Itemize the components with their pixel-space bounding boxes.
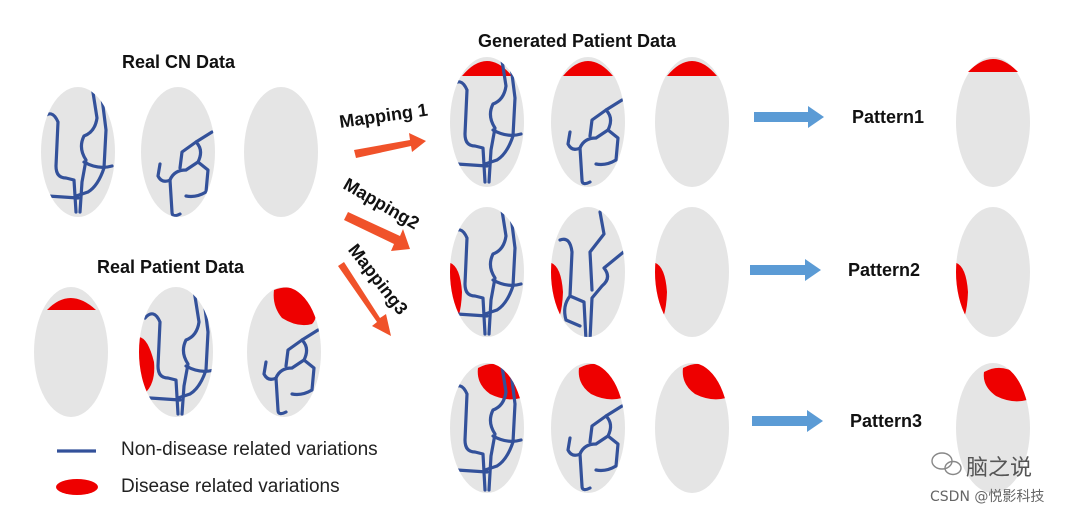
legend-blob-label: Disease related variations — [121, 476, 340, 497]
title-generated-patient-data: Generated Patient Data — [478, 31, 677, 51]
legend-line-label: Non-disease related variations — [121, 439, 378, 460]
title-real-patient-data: Real Patient Data — [97, 257, 245, 277]
disease-blob-pattern-1 — [968, 59, 1018, 72]
oval-pattern-1 — [956, 57, 1030, 187]
vessel-generated-2-1 — [450, 207, 523, 336]
vessel-generated-1-2 — [566, 98, 624, 186]
vessel-real-cn-1 — [41, 87, 114, 214]
oval-generated-2-3 — [655, 207, 729, 337]
legend-blob-swatch — [56, 479, 98, 495]
pattern-arrow-1 — [754, 106, 824, 128]
vessel-real-cn-2 — [156, 130, 214, 217]
oval-real-cn-3 — [244, 87, 318, 217]
vessel-real-patient-2 — [143, 288, 213, 416]
label-pattern-3: Pattern3 — [850, 411, 923, 431]
vessel-generated-2-2 — [558, 210, 625, 337]
disease-blob-generated-1-1 — [462, 61, 512, 76]
oval-real-cn-2 — [141, 87, 215, 217]
disease-blob-generated-1-3 — [667, 61, 717, 76]
oval-real-patient-1 — [34, 287, 108, 417]
pattern-arrow-3 — [752, 410, 823, 432]
mapping-arrow-3 — [338, 262, 391, 336]
disease-blob-real-patient-1 — [47, 298, 96, 310]
title-real-cn-data: Real CN Data — [122, 52, 236, 72]
watermark-account: 脑之说 — [966, 456, 1033, 481]
mapping-arrow-2 — [344, 212, 410, 251]
wechat-icon — [931, 452, 962, 476]
oval-generated-1-2 — [551, 57, 625, 187]
pattern-arrow-2 — [750, 259, 821, 281]
mapping-arrow-1 — [354, 133, 426, 158]
vessel-real-patient-3 — [262, 328, 320, 416]
vessel-generated-1-1 — [450, 57, 523, 184]
watermark-source: CSDN @悦影科技 — [930, 489, 1045, 505]
oval-generated-1-3 — [655, 57, 729, 187]
vessel-generated-3-2 — [566, 404, 624, 492]
label-pattern-1: Pattern1 — [852, 107, 925, 127]
label-pattern-2: Pattern2 — [848, 260, 921, 280]
oval-generated-2-2 — [551, 207, 625, 337]
oval-pattern-2 — [956, 207, 1030, 337]
disease-blob-generated-1-2 — [563, 61, 613, 76]
